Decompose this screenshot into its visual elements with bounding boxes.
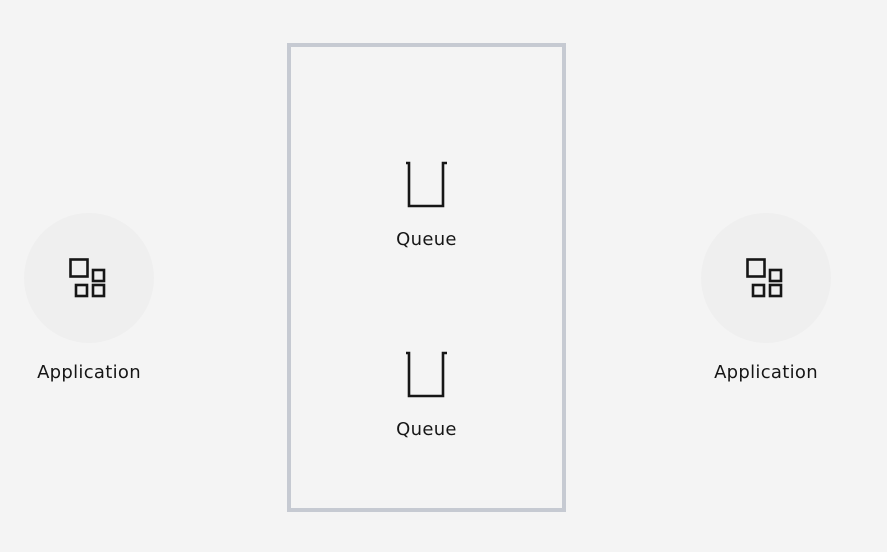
queue-node-bottom[interactable]: Queue [291, 351, 562, 441]
queue-icon [405, 351, 447, 398]
application-node-circle [24, 213, 154, 343]
application-label: Application [714, 362, 818, 383]
application-label: Application [37, 362, 141, 383]
application-node-left[interactable]: Application [9, 213, 169, 384]
application-icon [69, 258, 106, 298]
application-node-right[interactable]: Application [686, 213, 846, 384]
application-icon [746, 258, 783, 298]
queue-node-top[interactable]: Queue [291, 161, 562, 251]
queue-icon [405, 161, 447, 208]
queue-group-box[interactable]: Queue Queue [287, 43, 566, 512]
queue-label: Queue [396, 229, 457, 250]
application-node-circle [701, 213, 831, 343]
queue-label: Queue [396, 419, 457, 440]
